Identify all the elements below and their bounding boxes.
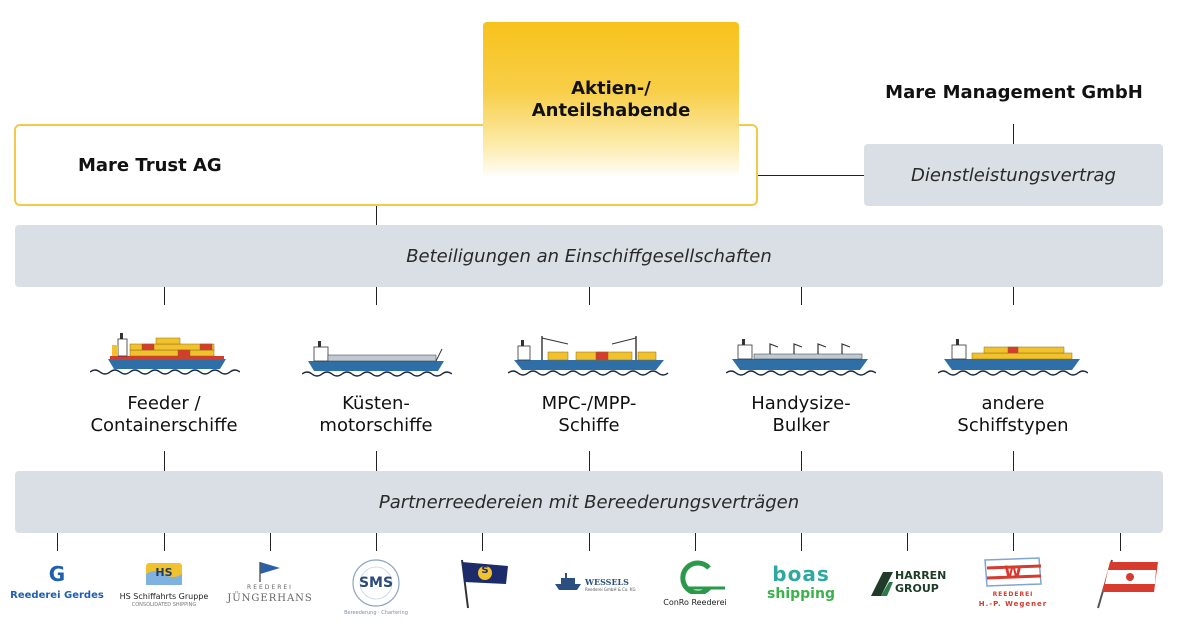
- sms-logo-name: SMS: [358, 575, 394, 591]
- hs-logo-mark: HS: [155, 566, 173, 579]
- wessels-logo-name: WESSELS: [585, 577, 629, 587]
- ship-type-label-line2: motorschiffe: [319, 415, 433, 436]
- ship-type-label-line1: Feeder /: [127, 393, 201, 414]
- connector-logo-8: [801, 533, 802, 551]
- harren-logo-name: HARREN: [895, 569, 947, 582]
- conro-logo-name: ConRo Reederei: [663, 598, 727, 607]
- service-contract-box: Dienstleistungsvertrag: [864, 144, 1163, 206]
- shareholders-label-line2: Anteilshabende: [531, 100, 691, 121]
- participations-bar: Beteiligungen an Einschiffgesellschaften: [15, 225, 1163, 287]
- wegener-logo-sub: H.-P. Wegener: [978, 600, 1048, 608]
- connector-logo-6: [589, 533, 590, 551]
- hs-schiffahrt-logo: HS HS Schiffahrts Gruppe CONSOLIDATED SH…: [116, 560, 212, 628]
- conro-logo: ConRo Reederei: [647, 558, 743, 626]
- bulk-carrier-icon: [726, 339, 876, 376]
- wegener-logo: W REEDEREI H.-P. Wegener: [965, 556, 1061, 624]
- wegener-logo-name: REEDEREI: [992, 591, 1034, 598]
- ship-type-coastal: Küsten- motorschiffe: [276, 393, 476, 437]
- pennant-logo-mark: S: [481, 565, 489, 576]
- shareholders-label-line1: Aktien-/: [571, 78, 651, 99]
- mare-management-title: Mare Management GmbH: [885, 82, 1143, 103]
- connector-logo-11: [1120, 533, 1121, 551]
- sms-logo: SMS Bereederung · Chartering: [328, 558, 424, 626]
- other-ship-icon: [938, 339, 1088, 376]
- connector-trust-participations: [376, 206, 377, 225]
- ship-type-feeder: Feeder / Containerschiffe: [64, 393, 264, 437]
- wessels-logo: WESSELS Reederei GmbH & Co. KG: [541, 570, 637, 638]
- juengerhans-logo-name: JÜNGERHANS: [227, 593, 313, 604]
- juengerhans-logo-sub: REEDEREI: [247, 584, 293, 591]
- feeder-container-ship-icon: [90, 333, 240, 375]
- connector-mgmt-service: [1013, 124, 1014, 144]
- hs-logo-sub: CONSOLIDATED SHIPPING: [131, 602, 197, 608]
- connector-logo-5: [482, 533, 483, 551]
- connector-participation-5: [1013, 287, 1014, 305]
- connector-partner-3: [589, 451, 590, 471]
- boas-logo-name: boas: [772, 562, 830, 586]
- boas-shipping-logo: boas shipping: [753, 562, 849, 630]
- connector-partner-4: [801, 451, 802, 471]
- shareholders-box: Aktien-/ Anteilshabende: [483, 22, 739, 178]
- connector-partner-5: [1013, 451, 1014, 471]
- gerdes-logo-name: Reederei Gerdes: [10, 590, 104, 601]
- ship-type-label-line2: Schiffe: [558, 415, 620, 436]
- participations-label: Beteiligungen an Einschiffgesellschaften: [406, 245, 772, 267]
- partner-shipowners-label: Partnerreedereien mit Bereederungsverträ…: [378, 491, 800, 513]
- connector-logo-7: [695, 533, 696, 551]
- connector-trust-service: [758, 175, 864, 176]
- connector-logo-10: [1013, 533, 1014, 551]
- juengerhans-logo: REEDEREI JÜNGERHANS: [222, 560, 318, 628]
- ship-type-bulker: Handysize- Bulker: [701, 393, 901, 437]
- service-contract-label: Dienstleistungsvertrag: [911, 164, 1116, 186]
- connector-logo-3: [270, 533, 271, 551]
- ship-type-label-line2: Containerschiffe: [90, 415, 238, 436]
- gerdes-logo-mark: G: [48, 562, 66, 586]
- connector-participation-3: [589, 287, 590, 305]
- coastal-motor-ship-icon: [302, 341, 452, 377]
- hs-logo-name: HS Schiffahrts Gruppe: [119, 592, 209, 601]
- sms-logo-sub: Bereederung · Chartering: [344, 610, 408, 616]
- connector-logo-2: [164, 533, 165, 551]
- gerdes-logo: G Reederei Gerdes: [9, 560, 105, 628]
- connector-logo-9: [907, 533, 908, 551]
- connector-partner-2: [376, 451, 377, 471]
- ship-type-mpc: MPC-/MPP- Schiffe: [489, 393, 689, 437]
- harren-group-logo: HARREN GROUP: [859, 566, 955, 634]
- ship-type-label-line1: Handysize-: [751, 393, 851, 414]
- harren-logo-sub: GROUP: [895, 582, 939, 595]
- ship-type-other: andere Schiffstypen: [913, 393, 1113, 437]
- connector-participation-1: [164, 287, 165, 305]
- ship-type-label-line1: andere: [981, 393, 1045, 414]
- ship-type-label-line1: MPC-/MPP-: [541, 393, 637, 414]
- mare-trust-label: Mare Trust AG: [78, 155, 222, 176]
- connector-partner-1: [164, 451, 165, 471]
- connector-participation-4: [801, 287, 802, 305]
- connector-logo-4: [376, 533, 377, 551]
- boas-logo-sub: shipping: [767, 586, 835, 602]
- connector-participation-2: [376, 287, 377, 305]
- ship-type-label-line2: Bulker: [772, 415, 830, 436]
- wegener-logo-mark: W: [1004, 562, 1022, 581]
- red-white-flag-logo: [1088, 556, 1184, 624]
- ship-type-label-line2: Schiffstypen: [957, 415, 1069, 436]
- partner-shipowners-bar: Partnerreedereien mit Bereederungsverträ…: [15, 471, 1163, 533]
- connector-logo-1: [57, 533, 58, 551]
- multipurpose-ship-icon: [508, 336, 669, 376]
- wessels-logo-sub: Reederei GmbH & Co. KG: [585, 587, 636, 592]
- ship-type-label-line1: Küsten-: [342, 393, 410, 414]
- pennant-s-flag-logo: S: [434, 556, 530, 624]
